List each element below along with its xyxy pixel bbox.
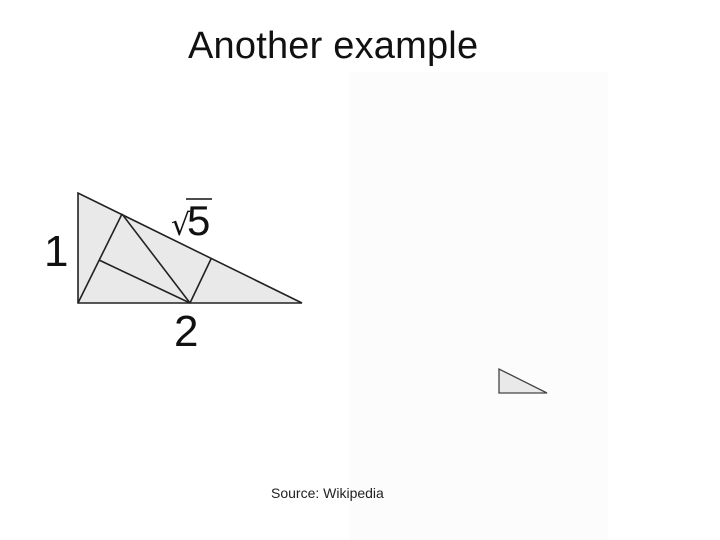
background-panel — [350, 72, 608, 540]
small-triangle-shape — [498, 367, 548, 394]
label-hypotenuse-radical: √ — [171, 208, 191, 243]
slide-title: Another example — [188, 25, 479, 67]
triangle-dissection-figure: 1 2 √ 5 — [44, 191, 303, 355]
dissection-line — [189, 258, 212, 304]
dissection-line — [98, 259, 191, 304]
label-side-1: 1 — [44, 227, 68, 276]
label-side-2: 2 — [174, 307, 198, 355]
dissection-line — [77, 213, 123, 304]
label-hypotenuse-value: 5 — [187, 197, 210, 244]
dissection-line — [121, 213, 191, 304]
small-triangle-thumbnail — [498, 367, 548, 394]
source-caption: Source: Wikipedia — [271, 485, 384, 501]
